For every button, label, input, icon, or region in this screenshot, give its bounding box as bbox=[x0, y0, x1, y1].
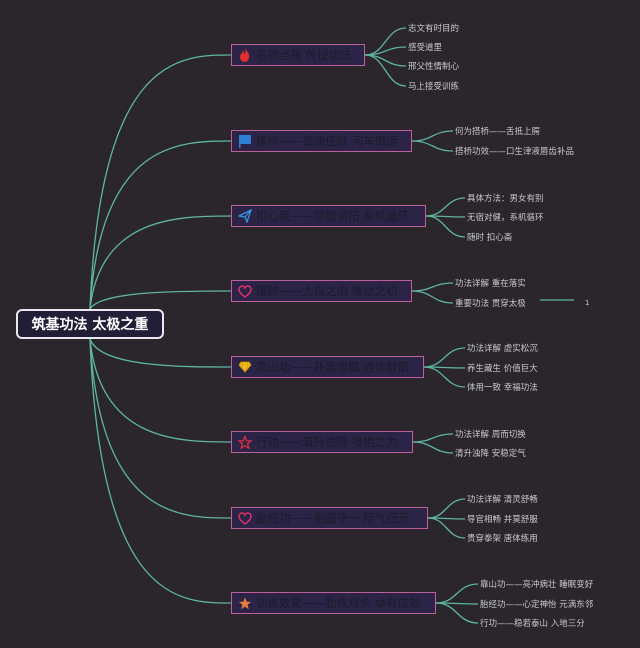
leaf-connector bbox=[427, 517, 466, 539]
leaf-connector bbox=[411, 282, 454, 292]
leaf-connector bbox=[411, 130, 454, 142]
leaf-connector bbox=[425, 197, 466, 217]
leaf-connector bbox=[364, 54, 407, 87]
leaf-1-2[interactable]: 感受道里 bbox=[408, 43, 443, 53]
leaf-5-2[interactable]: 养生藏生 价值巨大 bbox=[467, 364, 538, 374]
leaf-2-1[interactable]: 何为搭桥——舌抵上腭 bbox=[455, 127, 541, 137]
branch-node-1[interactable]: 名师点拨 传授功法 bbox=[231, 44, 365, 66]
root-connector bbox=[89, 338, 232, 443]
leaf-1-4[interactable]: 马上接受训练 bbox=[408, 82, 460, 92]
leaf-4-2[interactable]: 重要功法 贯穿太极 bbox=[455, 299, 526, 309]
diamond-icon bbox=[238, 360, 252, 374]
leaf-2-2[interactable]: 搭桥功效——口生津液唇齿补品 bbox=[455, 147, 575, 157]
root-connector bbox=[89, 290, 232, 310]
leaf-connector bbox=[412, 441, 454, 454]
leaf-4-1[interactable]: 功法详解 重在落实 bbox=[455, 279, 526, 289]
paper-plane-icon bbox=[238, 209, 252, 223]
leaf-6-1[interactable]: 功法详解 周而切换 bbox=[455, 430, 526, 440]
heart-icon bbox=[238, 284, 252, 298]
branch-label: 胎经功——抱圆守一 精气归元 bbox=[256, 511, 410, 525]
leaf-connector bbox=[423, 366, 466, 388]
leaf-7-3[interactable]: 贵穿拳架 唐体练用 bbox=[467, 534, 538, 544]
branch-node-3[interactable]: 扣心斋——导能调阳 系机循环 bbox=[231, 205, 426, 227]
branch-label: 落跨——太极之炮 推动之初 bbox=[256, 284, 398, 298]
branch-label: 训练效果——勤练月余 卓有成效 bbox=[256, 596, 421, 610]
root-node[interactable]: 筑基功法 太极之重 bbox=[16, 309, 164, 339]
branch-label: 名师点拨 传授功法 bbox=[256, 48, 352, 62]
flag-icon bbox=[238, 134, 252, 148]
root-connector bbox=[89, 338, 232, 519]
leaf-3-1[interactable]: 具体方法：男女有别 bbox=[467, 194, 544, 204]
branch-node-7[interactable]: 胎经功——抱圆守一 精气归元 bbox=[231, 507, 428, 529]
leaf-connector bbox=[435, 583, 479, 604]
leaf-3-2[interactable]: 无宿对健，系机循环 bbox=[467, 213, 544, 223]
leaf-connector bbox=[423, 347, 466, 368]
leaf-7-1[interactable]: 功法详解 清灵舒畅 bbox=[467, 495, 538, 505]
leaf-connector bbox=[427, 498, 466, 519]
root-connector bbox=[89, 338, 232, 368]
leaf-8-1[interactable]: 靠山功——亮冲病壮 睡眠变好 bbox=[480, 580, 594, 590]
leaf-1-3[interactable]: 邢父性情制心 bbox=[408, 62, 460, 72]
fire-icon bbox=[238, 48, 252, 62]
leaf-3-3[interactable]: 随时 扣心斋 bbox=[467, 233, 513, 243]
branch-label: 扣心斋——导能调阳 系机循环 bbox=[256, 209, 410, 223]
branch-node-5[interactable]: 靠山功——补寓添髓 通体舒筋 bbox=[231, 356, 424, 378]
branch-node-8[interactable]: 训练效果——勤练月余 卓有成效 bbox=[231, 592, 436, 614]
branch-node-4[interactable]: 落跨——太极之炮 推动之初 bbox=[231, 280, 412, 302]
root-connector bbox=[89, 140, 232, 310]
star-icon bbox=[238, 596, 252, 610]
root-connector bbox=[89, 215, 232, 310]
root-label: 筑基功法 太极之重 bbox=[31, 317, 149, 333]
branch-label: 搭桥——贯通任脉 河车倒运 bbox=[256, 134, 398, 148]
leaf-connector bbox=[411, 290, 454, 304]
root-connector bbox=[89, 338, 232, 604]
star-outline-icon bbox=[238, 434, 252, 450]
root-connector bbox=[89, 54, 232, 310]
branch-label: 行功——清升浊降 接地之力 bbox=[256, 435, 398, 449]
leaf-8-3[interactable]: 行功——稳若泰山 入地三分 bbox=[480, 619, 585, 629]
leaf-5-3[interactable]: 体用一致 幸福功法 bbox=[467, 383, 538, 393]
leaf-6-2[interactable]: 清升浊降 安稳定气 bbox=[455, 449, 526, 459]
leaf-7-2[interactable]: 导官相畅 并莫舒服 bbox=[467, 515, 538, 525]
leaf-connector bbox=[425, 215, 466, 238]
heart-icon bbox=[238, 511, 252, 525]
branch-label: 靠山功——补寓添髓 通体舒筋 bbox=[256, 360, 410, 374]
branch-node-6[interactable]: 行功——清升浊降 接地之力 bbox=[231, 431, 413, 453]
leaf-connector bbox=[435, 602, 479, 624]
leaf-connector bbox=[411, 140, 454, 152]
leaf-1-1[interactable]: 志文有时目的 bbox=[408, 24, 460, 34]
leaf-5-1[interactable]: 功法详解 虚实松沉 bbox=[467, 344, 538, 354]
leaf-8-2[interactable]: 胎经功——心定神怡 元满东邻 bbox=[480, 600, 594, 610]
leaf-connector bbox=[412, 433, 454, 443]
stray-mark: 1 bbox=[585, 299, 590, 307]
branch-node-2[interactable]: 搭桥——贯通任脉 河车倒运 bbox=[231, 130, 412, 152]
